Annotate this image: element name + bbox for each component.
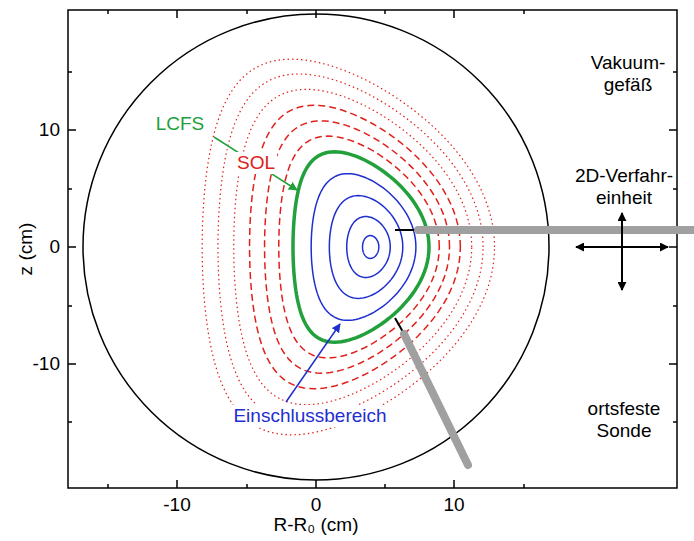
leader-arrow bbox=[214, 137, 297, 190]
tick-mark bbox=[315, 480, 317, 488]
tick-mark bbox=[68, 188, 72, 190]
tick-mark bbox=[68, 421, 72, 423]
core-surface bbox=[347, 217, 391, 278]
probe-tip bbox=[395, 229, 416, 231]
axis-title: z (cm) bbox=[15, 223, 37, 276]
tick-label: 0 bbox=[49, 236, 60, 258]
tick-label: 10 bbox=[39, 119, 60, 141]
core-surface bbox=[311, 174, 416, 321]
tick-mark bbox=[673, 305, 677, 307]
tick-label: 0 bbox=[311, 494, 322, 516]
tick-mark bbox=[523, 484, 525, 488]
tick-mark bbox=[669, 363, 677, 365]
tick-mark bbox=[246, 484, 248, 488]
tick-mark bbox=[176, 480, 178, 488]
outer-surface bbox=[202, 59, 494, 435]
outer-surface bbox=[218, 74, 483, 420]
outer-surface bbox=[234, 89, 472, 404]
tick-mark bbox=[673, 421, 677, 423]
tick-label: -10 bbox=[33, 353, 60, 375]
core-label: Einschlussbereich bbox=[231, 405, 388, 427]
leader-arrow bbox=[286, 324, 340, 402]
drive-label: 2D-Verfahr- einheit bbox=[570, 165, 678, 209]
tick-mark bbox=[669, 246, 677, 248]
vacuum-vessel bbox=[83, 14, 549, 480]
tick-mark bbox=[673, 71, 677, 73]
sol-surface bbox=[279, 136, 439, 358]
core-surface bbox=[329, 196, 402, 299]
tick-mark bbox=[673, 188, 677, 190]
tick-mark bbox=[453, 480, 455, 488]
tick-label: 10 bbox=[443, 494, 464, 516]
sol-surface bbox=[250, 105, 461, 389]
core-surface bbox=[363, 236, 379, 259]
tick-mark bbox=[669, 129, 677, 131]
probe-shaft bbox=[418, 226, 694, 234]
tick-mark bbox=[384, 10, 386, 14]
flux-surfaces bbox=[202, 59, 494, 435]
tick-mark bbox=[176, 10, 178, 18]
tick-label: -10 bbox=[163, 494, 190, 516]
tick-mark bbox=[523, 10, 525, 14]
lcfs-line bbox=[293, 152, 429, 342]
tick-mark bbox=[68, 363, 76, 365]
tick-mark bbox=[453, 10, 455, 18]
axis-title: R-R₀ (cm) bbox=[274, 514, 359, 536]
motion-arrow bbox=[621, 213, 623, 290]
vessel-label: Vakuum- gefäß bbox=[582, 52, 674, 96]
tick-mark bbox=[107, 10, 109, 14]
probe-tip bbox=[395, 318, 403, 332]
lcfs-label: LCFS bbox=[156, 113, 205, 135]
probe-label: ortsfeste Sonde bbox=[574, 398, 674, 442]
tick-mark bbox=[384, 484, 386, 488]
plot-frame bbox=[68, 10, 677, 488]
axis-ticks bbox=[68, 10, 677, 488]
tick-mark bbox=[107, 484, 109, 488]
tick-mark bbox=[68, 129, 76, 131]
sol-surface bbox=[265, 121, 450, 373]
tick-mark bbox=[68, 246, 76, 248]
tick-mark bbox=[68, 305, 72, 307]
sol-label: SOL bbox=[235, 152, 277, 174]
tick-mark bbox=[68, 71, 72, 73]
tick-mark bbox=[246, 10, 248, 14]
probe-shaft bbox=[404, 334, 468, 465]
